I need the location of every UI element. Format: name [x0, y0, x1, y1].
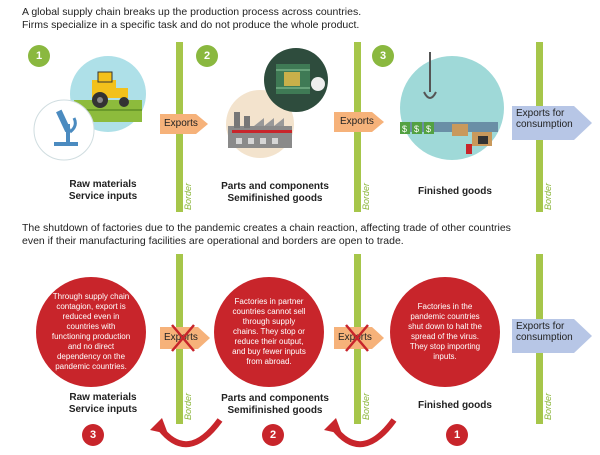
step-1-badge: 1 [446, 424, 468, 446]
stage-label-line2: Service inputs [68, 191, 138, 202]
exports-consumption-arrow [512, 106, 592, 140]
stage-label-line2: Semifinished goods [227, 193, 323, 204]
crane-hook-icon [423, 52, 437, 99]
step-1-badge: 1 [28, 45, 50, 67]
tractor-icon [92, 71, 129, 108]
step-3-badge: 3 [82, 424, 104, 446]
box-icon [452, 124, 492, 154]
exports-consumption-line1: Exports for [516, 321, 565, 332]
top-intro-line2: Firms specialize in a specific task and … [22, 19, 360, 31]
border-label: Border [361, 182, 371, 210]
microscope-circle [33, 99, 95, 161]
microscope-icon [54, 109, 78, 146]
cross-icon [345, 324, 369, 352]
border-label: Border [183, 182, 193, 210]
money-icon: $ $ $ [400, 122, 434, 134]
exports-consumption-line2: consumption [516, 119, 573, 130]
blocked-exports-arrow [334, 327, 384, 349]
circuit-board-icon [276, 64, 325, 94]
bottom-intro-line2: even if their manufacturing facilities a… [22, 235, 404, 247]
stage-label-line2: Semifinished goods [227, 405, 323, 416]
red-circle-partner-factories: Factories in partner countries cannot se… [214, 277, 324, 387]
exports-arrow-label: Exports [164, 118, 198, 129]
exports-consumption-label: Exports for consumption [516, 108, 573, 130]
exports-consumption-arrow [512, 319, 592, 353]
stage-label-raw-materials: Raw materials Service inputs [48, 392, 158, 416]
top-intro-line1: A global supply chain breaks up the prod… [22, 6, 362, 18]
stage-label-finished-goods: Finished goods [400, 400, 510, 412]
red-circle-supply-contagion: Through supply chain contagion, export i… [36, 277, 146, 387]
factory-icon [228, 112, 292, 148]
top-intro: A global supply chain breaks up the prod… [22, 6, 582, 32]
stage-label-line1: Parts and components [221, 393, 329, 404]
bottom-intro-line1: The shutdown of factories due to the pan… [22, 222, 511, 234]
exports-consumption-line1: Exports for [516, 108, 565, 119]
stage-label-line1: Parts and components [221, 181, 329, 192]
curved-back-arrow [324, 418, 397, 447]
svg-text:$: $ [402, 124, 407, 134]
step-3-badge: 3 [372, 45, 394, 67]
blocked-exports-arrow [160, 327, 210, 349]
stage-label-line1: Finished goods [418, 186, 492, 197]
stage-label-parts: Parts and components Semifinished goods [210, 181, 340, 205]
step-2-badge: 2 [262, 424, 284, 446]
border-label: Border [543, 182, 553, 210]
svg-text:$: $ [426, 124, 431, 134]
finished-goods-illustration: $ $ $ [400, 52, 504, 160]
svg-text:$: $ [414, 124, 419, 134]
stage-label-finished-goods: Finished goods [400, 186, 510, 198]
stage-label-line2: Service inputs [68, 404, 138, 415]
exports-consumption-label: Exports for consumption [516, 321, 573, 343]
exports-consumption-line2: consumption [516, 332, 573, 343]
red-circle-pandemic-factories: Factories in the pandemic countries shut… [390, 277, 500, 387]
bottom-intro: The shutdown of factories due to the pan… [22, 222, 582, 248]
stage-label-parts: Parts and components Semifinished goods [210, 393, 340, 417]
border-label: Border [543, 392, 553, 420]
exports-arrow [160, 114, 208, 134]
curved-back-arrow [150, 418, 223, 447]
step-2-badge: 2 [196, 45, 218, 67]
exports-arrow [334, 112, 384, 132]
stage-label-line1: Raw materials [69, 179, 137, 190]
stage-label-raw-materials: Raw materials Service inputs [48, 179, 158, 203]
cross-icon [171, 324, 195, 352]
raw-materials-illustration [33, 56, 146, 161]
stage-label-line1: Finished goods [418, 400, 492, 411]
parts-illustration [226, 48, 328, 158]
stage-label-line1: Raw materials [69, 392, 137, 403]
exports-arrow-label: Exports [340, 116, 374, 127]
